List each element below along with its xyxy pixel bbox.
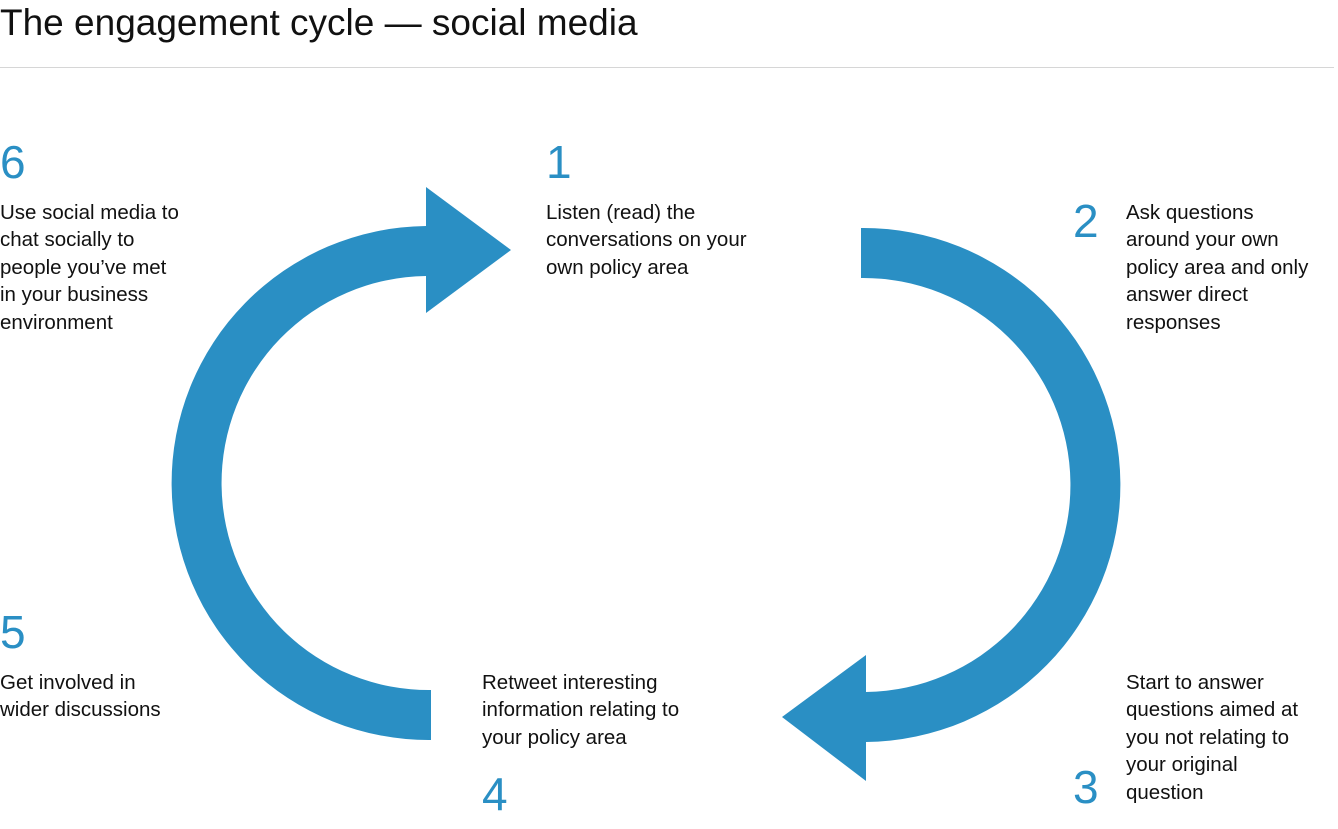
- step-2-line: responses: [1126, 310, 1221, 334]
- step-4-text: Retweet interesting information relating…: [482, 669, 679, 751]
- step-5-text: Get involved in wider discussions: [0, 669, 161, 724]
- step-2-line: answer direct: [1126, 283, 1248, 307]
- step-6-number: 6: [0, 136, 26, 188]
- step-2-line: Ask questions: [1126, 201, 1254, 224]
- step-3-line: question: [1126, 780, 1204, 804]
- step-2-line: policy area and only: [1126, 255, 1309, 279]
- step-6-line: chat socially to: [0, 228, 135, 252]
- step-5-line: wider discussions: [0, 698, 161, 722]
- step-6-line: environment: [0, 310, 113, 334]
- step-3-line: you not relating to: [1126, 725, 1289, 749]
- step-2-line: around your own: [1126, 228, 1279, 252]
- step-2-number: 2: [1073, 195, 1099, 247]
- step-6-text: Use social media to chat socially to peo…: [0, 199, 179, 336]
- cycle-arrow-left: [171, 187, 512, 741]
- step-5-number: 5: [0, 606, 26, 658]
- step-4-number: 4: [482, 768, 508, 820]
- step-3-line: Start to answer: [1126, 671, 1264, 694]
- step-4-line: Retweet interesting: [482, 671, 658, 694]
- step-1-text: Listen (read) the conversations on your …: [546, 199, 747, 281]
- title-divider: [0, 67, 1334, 68]
- step-1-number: 1: [546, 136, 572, 188]
- step-5-line: Get involved in: [0, 671, 136, 694]
- step-3-text: Start to answer questions aimed at you n…: [1126, 669, 1298, 806]
- step-1-line: own policy area: [546, 255, 689, 279]
- step-3-number: 3: [1073, 761, 1099, 813]
- step-1-line: conversations on your: [546, 228, 747, 252]
- page-title: The engagement cycle — social media: [0, 2, 638, 43]
- step-6-line: in your business: [0, 283, 149, 307]
- cycle-arrow-right: [782, 227, 1121, 782]
- step-3-line: questions aimed at: [1126, 698, 1299, 722]
- step-4-line: information relating to: [482, 698, 680, 722]
- step-4-line: your policy area: [482, 725, 627, 749]
- step-6-line: people you’ve met: [0, 255, 167, 279]
- step-2-text: Ask questions around your own policy are…: [1126, 199, 1308, 336]
- step-1-line: Listen (read) the: [546, 201, 696, 224]
- step-3-line: your original: [1126, 753, 1238, 777]
- step-6-line: Use social media to: [0, 201, 179, 224]
